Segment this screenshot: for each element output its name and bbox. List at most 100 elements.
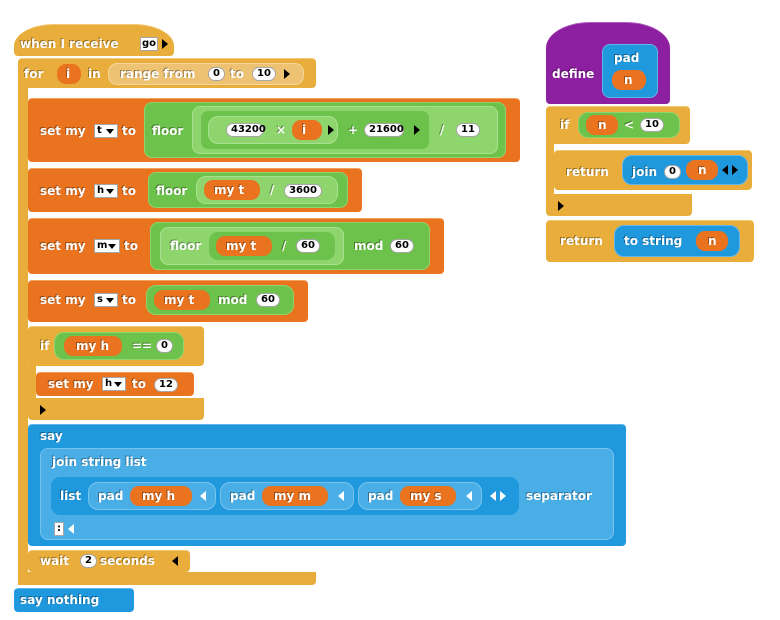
set-my-h-label: set my [40, 184, 86, 198]
for-var-i[interactable] [57, 64, 81, 84]
list-add-arrow-icon[interactable] [500, 491, 506, 501]
join-string-list-label: join string list [52, 455, 147, 469]
for-loop-arm [18, 85, 28, 585]
param-n-reporter[interactable] [612, 70, 646, 90]
divide-operator-h: / [270, 183, 275, 197]
if-block-foot [28, 398, 204, 420]
message-dropdown[interactable]: go [140, 37, 158, 51]
proc-name-label: pad [614, 51, 640, 65]
s-mod-input[interactable]: 60 [256, 293, 280, 307]
var-m-dropdown[interactable]: m [94, 239, 120, 253]
var-h-dropdown[interactable]: h [94, 184, 118, 198]
my-s-label-say: my s [410, 489, 442, 503]
if-label: if [40, 339, 50, 353]
n-reporter-to-string[interactable] [696, 231, 728, 251]
range-arrow-icon[interactable] [284, 69, 290, 79]
plus-arrow-icon[interactable] [414, 125, 420, 135]
floor-label-h: floor [156, 184, 188, 198]
n-reporter-if[interactable] [586, 115, 618, 135]
m-divisor-input[interactable]: 60 [296, 239, 320, 253]
my-m-reporter-say[interactable] [262, 486, 328, 506]
my-m-label-say: my m [274, 489, 312, 503]
t-input-c[interactable]: 11 [456, 123, 480, 137]
var-m-chevron-down-icon [108, 244, 116, 249]
range-to-input[interactable]: 10 [252, 67, 276, 81]
join-remove-arrow-icon[interactable] [722, 165, 728, 175]
for-loop-foot [18, 572, 316, 585]
my-h-reporter-say[interactable] [130, 486, 192, 506]
when-i-receive-label: when I receive [20, 37, 119, 51]
if-block-arm [28, 364, 36, 398]
h12-value-input[interactable]: 12 [154, 378, 178, 392]
return-join-label: return [566, 165, 609, 179]
my-h-label-if: my h [76, 339, 110, 353]
set-my-s-label: set my [40, 293, 86, 307]
var-h-value: h [97, 185, 105, 196]
range-to-label: to [230, 67, 244, 81]
say-nothing-block[interactable] [14, 588, 134, 612]
times-arrow-icon[interactable] [328, 125, 334, 135]
pad-m-label: pad [230, 489, 256, 503]
set-h-to-label: to [122, 184, 136, 198]
h-divisor-input[interactable]: 3600 [284, 184, 322, 198]
var-i-reporter-label: i [302, 123, 307, 137]
define-label: define [552, 67, 595, 81]
var-i-reporter-t[interactable] [292, 120, 322, 140]
divide-operator-m: / [282, 239, 287, 253]
wait-arrow-icon[interactable] [172, 556, 178, 566]
define-if-label: if [560, 118, 570, 132]
var-h12-dropdown[interactable]: h [102, 377, 126, 391]
list-label: list [60, 489, 82, 503]
less-than-operator: < [624, 118, 635, 132]
times-operator: × [276, 123, 287, 137]
set-my-t-label: set my [40, 124, 86, 138]
set-my-h12-label: set my [48, 377, 94, 391]
wait-block[interactable] [28, 550, 190, 572]
pad-s-label: pad [368, 489, 394, 503]
var-t-dropdown[interactable]: t [94, 124, 118, 138]
my-h-reporter-if[interactable] [64, 336, 122, 356]
define-if-foot [546, 194, 692, 216]
t-input-b[interactable]: 21600 [364, 123, 404, 137]
define-if-end-arrow-icon [558, 201, 564, 211]
t-input-a[interactable]: 43200 [226, 123, 266, 137]
list-remove-arrow-icon[interactable] [490, 491, 496, 501]
var-t-value: t [97, 125, 102, 136]
var-m-value: m [97, 240, 108, 251]
join-zero-input[interactable]: 0 [664, 165, 681, 179]
separator-arrow-icon[interactable] [68, 524, 74, 534]
pad-s-arrow-icon[interactable] [466, 491, 472, 501]
separator-input[interactable]: : [54, 522, 64, 536]
say-label: say [40, 429, 63, 443]
n-reporter-join[interactable] [686, 160, 718, 180]
message-arrow-icon[interactable] [162, 39, 168, 49]
say-nothing-label: say nothing [20, 593, 100, 607]
my-t-reporter-s[interactable] [154, 290, 210, 310]
pad-m-arrow-icon[interactable] [338, 491, 344, 501]
equals-value-input[interactable]: 0 [156, 339, 173, 353]
my-t-label-h: my t [214, 183, 245, 197]
pad-h-arrow-icon[interactable] [200, 491, 206, 501]
join-add-arrow-icon[interactable] [732, 165, 738, 175]
join-label: join [632, 165, 658, 179]
var-s-dropdown[interactable]: s [94, 293, 118, 307]
set-h12-to-label: to [132, 377, 146, 391]
my-t-reporter-h[interactable] [204, 180, 260, 200]
for-label: for [24, 67, 44, 81]
my-s-reporter-say[interactable] [400, 486, 456, 506]
floor-label-t: floor [152, 124, 184, 138]
define-if-arm [546, 142, 554, 194]
m-mod-input[interactable]: 60 [390, 239, 414, 253]
n-label-join: n [698, 163, 707, 177]
range-from-label: range from [120, 67, 196, 81]
my-t-reporter-m[interactable] [216, 236, 272, 256]
my-h-label-say: my h [142, 489, 176, 503]
mod-label-m: mod [354, 239, 384, 253]
less-than-value-input[interactable]: 10 [640, 118, 664, 132]
wait-seconds-input[interactable]: 2 [80, 554, 97, 568]
set-t-to-label: to [122, 124, 136, 138]
range-from-input[interactable]: 0 [208, 67, 225, 81]
for-var-i-label: i [66, 67, 71, 81]
n-label-if: n [598, 118, 607, 132]
my-t-label-s: my t [164, 293, 195, 307]
